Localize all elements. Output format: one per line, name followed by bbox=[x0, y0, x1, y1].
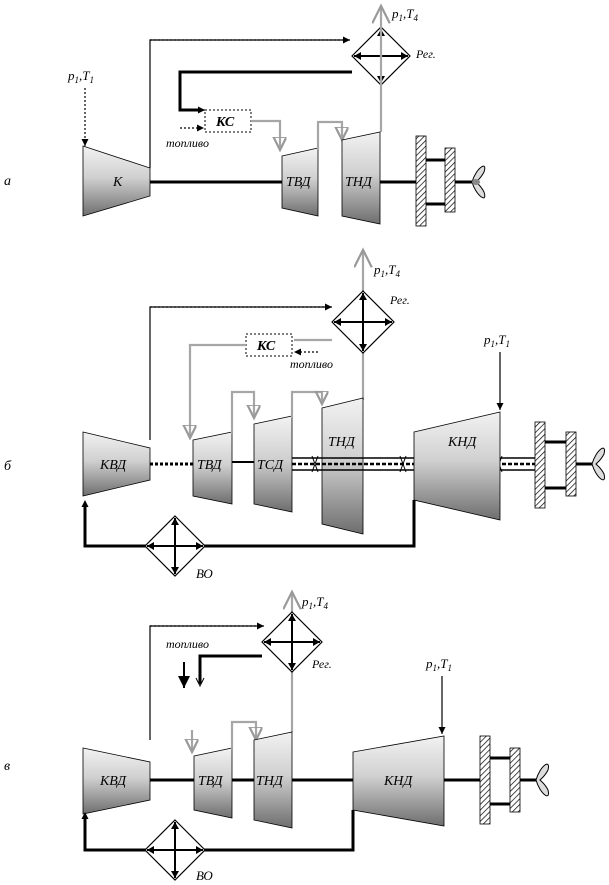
gearbox-a bbox=[415, 135, 427, 227]
diagram-b: б p1,T4 Рег. КС топливо КВД ТВД ТСД bbox=[4, 252, 606, 581]
heated-air-line-a bbox=[178, 70, 352, 112]
turbine-hp-b-label: ТВД bbox=[197, 458, 223, 473]
inlet-label-b: p1,T1 bbox=[483, 332, 510, 349]
exhaust-label-c: p1,T4 bbox=[301, 594, 328, 611]
compressor-hp-b bbox=[82, 431, 151, 497]
compressor-k-label: К bbox=[112, 175, 123, 190]
gas-line-a2 bbox=[316, 120, 342, 150]
intercool-line-c bbox=[83, 810, 355, 852]
propeller-icon-c bbox=[535, 763, 550, 797]
turbine-mp-b bbox=[253, 415, 293, 513]
inlet-label-a: p1,T1 bbox=[67, 68, 94, 85]
propeller-icon-b bbox=[591, 447, 606, 481]
gearbox-b bbox=[534, 421, 546, 509]
regen-label-b: Рег. bbox=[389, 293, 410, 307]
turbine-lp-b-label: ТНД bbox=[328, 435, 356, 450]
fuel-label-b: топливо bbox=[290, 357, 333, 371]
panel-label-b: б bbox=[4, 459, 12, 474]
air-line-b bbox=[149, 306, 330, 440]
intercooler-label-b: ВО bbox=[196, 566, 213, 581]
turbine-hp-c bbox=[193, 747, 233, 819]
gas-line-c2 bbox=[230, 720, 256, 750]
inlet-label-c: p1,T1 bbox=[425, 656, 452, 673]
compressor-k bbox=[82, 145, 151, 217]
fuel-label-a: топливо bbox=[166, 136, 209, 150]
diagram-a: а p1,T1 К Рег. p1,T4 КС топливо bbox=[4, 6, 486, 227]
panel-label-c: в bbox=[4, 759, 10, 774]
turbine-hp-b bbox=[192, 431, 233, 505]
regen-label-c: Рег. bbox=[311, 657, 332, 671]
turbine-lp-a bbox=[341, 131, 381, 225]
compressor-lp-c-label: КНД bbox=[383, 774, 413, 789]
turbine-hp-a-label: ТВД bbox=[286, 175, 312, 190]
fuel-label-c: топливо bbox=[166, 637, 209, 651]
panel-label-a: а bbox=[4, 174, 11, 189]
turbine-lp-a-label: ТНД bbox=[345, 175, 373, 190]
gas-line-b2 bbox=[230, 390, 254, 434]
bearings-b bbox=[311, 455, 503, 473]
compressor-lp-b-label: КНД bbox=[447, 435, 477, 450]
turbine-lp-b bbox=[321, 397, 364, 535]
intercool-line-b bbox=[83, 500, 416, 548]
compressor-hp-b-label: КВД bbox=[99, 458, 127, 473]
gearbox-c bbox=[479, 735, 491, 825]
gas-line-b3 bbox=[290, 392, 322, 418]
turbine-lp-c bbox=[253, 731, 293, 829]
turbine-hp-c-label: ТВД bbox=[198, 774, 224, 789]
gas-line-b1 bbox=[190, 343, 246, 438]
compressor-lp-b bbox=[413, 411, 501, 521]
gas-line-a1 bbox=[251, 119, 280, 150]
exhaust-label-b: p1,T4 bbox=[373, 262, 400, 279]
diagram-c: в p1,T4 Рег. топливо КВД ТВД ТНД bbox=[4, 594, 550, 883]
turbine-mp-b-label: ТСД bbox=[257, 458, 284, 473]
compressor-hp-c-label: КВД bbox=[99, 774, 127, 789]
exhaust-label-a: p1,T4 bbox=[391, 6, 418, 23]
intercooler-label-c: ВО bbox=[196, 868, 213, 883]
turbine-hp-a bbox=[281, 147, 319, 217]
compressor-hp-c bbox=[82, 747, 151, 815]
regen-label-a: Рег. bbox=[415, 47, 436, 61]
compressor-lp-c bbox=[352, 735, 445, 827]
turbine-lp-c-label: ТНД bbox=[256, 774, 284, 789]
combustor-a-label: КС bbox=[215, 115, 235, 130]
combustor-b-label: КС bbox=[256, 339, 276, 354]
